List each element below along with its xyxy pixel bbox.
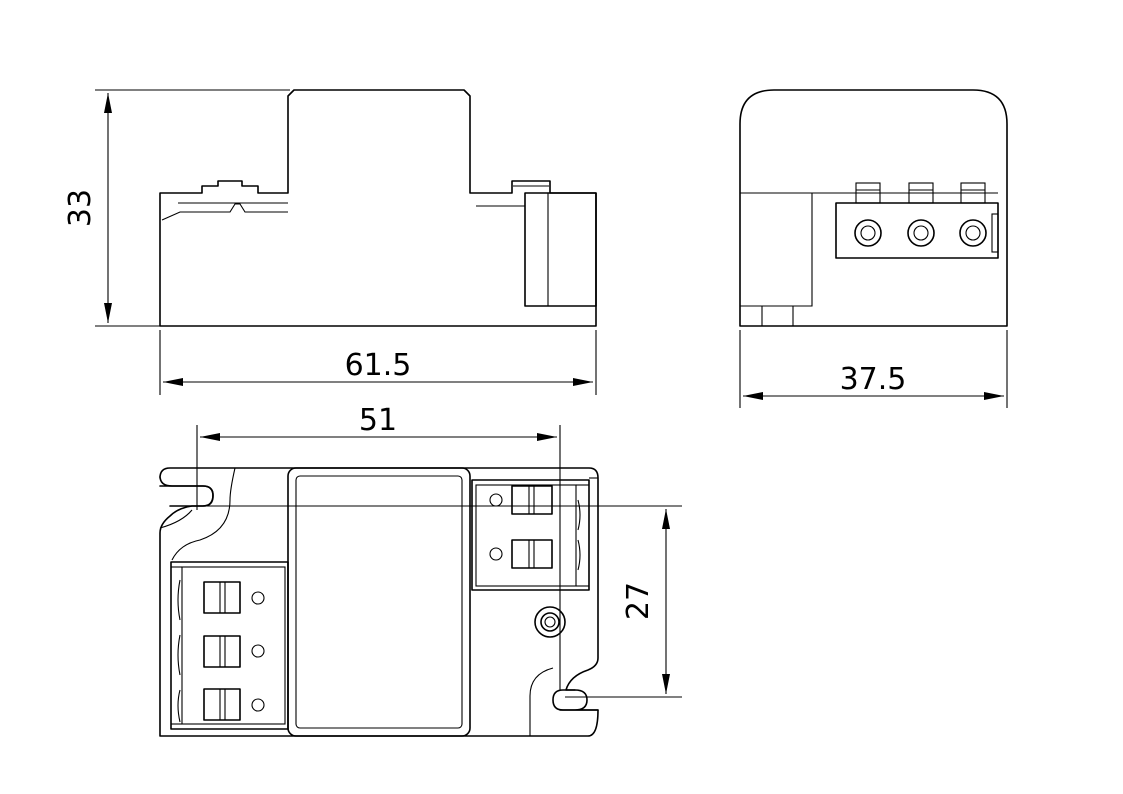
dimension-length-label: 61.5 (345, 348, 412, 383)
dimension-mount-offset: 27 (205, 505, 682, 698)
top-view (159, 467, 599, 737)
dimension-mount-spacing: 51 (196, 403, 561, 690)
dimension-height-label: 33 (63, 189, 98, 227)
side-view (739, 89, 1008, 327)
dimension-width: 37.5 (739, 330, 1008, 408)
dimension-mount-offset-label: 27 (621, 582, 656, 620)
front-view (159, 89, 597, 327)
dimension-height: 33 (63, 89, 290, 327)
dimension-width-label: 37.5 (840, 362, 907, 397)
dimension-mount-spacing-label: 51 (359, 403, 397, 438)
dimension-length: 61.5 (159, 330, 597, 395)
